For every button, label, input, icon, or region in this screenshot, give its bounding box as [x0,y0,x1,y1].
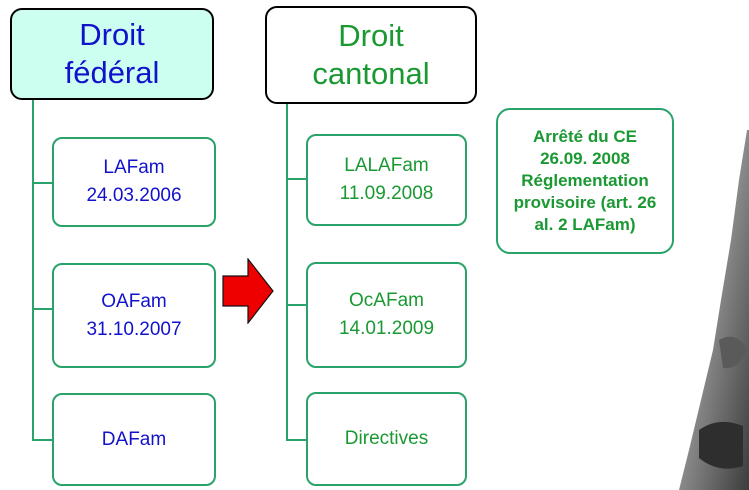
item-name: LALAFam [344,155,429,176]
item-date: 31.10.2007 [86,318,182,340]
federal-connector-branch [32,308,52,310]
federal-connector-trunk [32,100,34,440]
item-name: Directives [344,428,429,449]
note-line5: al. 2 LAFam) [534,215,636,234]
cantonal-item-ocafam: OcAFam 14.01.2009 [306,262,467,368]
decree-note-box: Arrêté du CE 26.09. 2008 Réglementation … [496,108,674,254]
item-name: DAFam [101,428,167,450]
note-line4: provisoire (art. 26 [513,193,657,212]
federal-title-line2: fédéral [64,55,160,90]
cantonal-connector-branch [286,304,306,306]
federal-item-lafam: LAFam 24.03.2006 [52,137,216,227]
cantonal-item-lalafam: LALAFam 11.09.2008 [306,134,467,226]
federal-connector-branch [32,182,52,184]
decorative-photo [679,130,749,490]
cantonal-title-line1: Droit [338,18,404,53]
cantonal-title-line2: cantonal [312,56,430,91]
cantonal-connector-branch [286,178,306,180]
cantonal-connector-trunk [286,104,288,440]
federal-law-header: Droit fédéral [10,8,214,100]
federal-item-oafam: OAFam 31.10.2007 [52,263,216,368]
note-line2: 26.09. 2008 [540,149,630,168]
item-name: OAFam [101,290,167,312]
cantonal-law-header: Droit cantonal [265,6,477,104]
item-date: 11.09.2008 [339,183,434,204]
federal-connector-branch [32,439,52,441]
item-date: 14.01.2009 [338,318,435,339]
federal-title-line1: Droit [79,17,145,52]
item-date: 24.03.2006 [86,185,182,206]
right-arrow-icon [222,258,274,324]
cantonal-connector-branch [286,439,306,441]
note-line1: Arrêté du CE [533,127,637,146]
note-line3: Réglementation [521,171,649,190]
federal-item-dafam: DAFam [52,393,216,486]
item-name: LAFam [103,157,165,178]
item-name: OcAFam [349,290,424,311]
cantonal-item-directives: Directives [306,392,467,486]
